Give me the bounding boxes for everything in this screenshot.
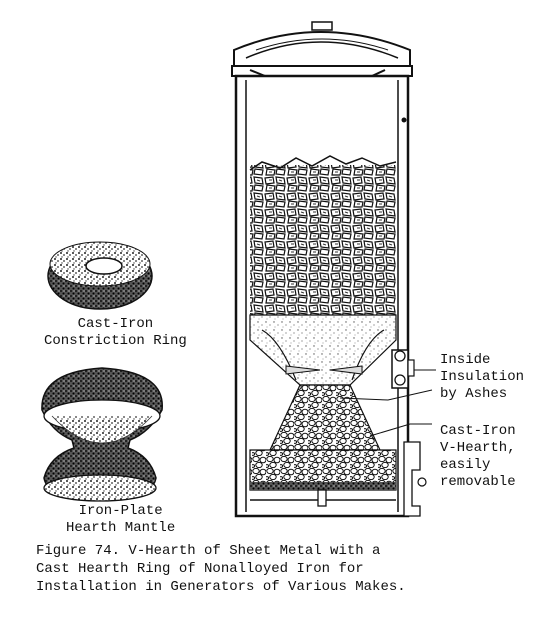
v-hearth-label: Cast-Iron V-Hearth, easily removable <box>440 423 516 490</box>
constriction-ring-illustration <box>47 241 153 310</box>
generator-body <box>231 21 427 518</box>
figure-caption: Figure 74. V-Hearth of Sheet Metal with … <box>36 543 406 595</box>
constriction-ring-label: Cast-Iron Constriction Ring <box>44 316 187 349</box>
leader-lines <box>339 369 436 437</box>
hearth-mantle-label: Iron-Plate Hearth Mantle <box>66 503 176 536</box>
insulation-label: Inside Insulation by Ashes <box>440 352 525 402</box>
hearth-mantle-illustration <box>41 367 163 502</box>
